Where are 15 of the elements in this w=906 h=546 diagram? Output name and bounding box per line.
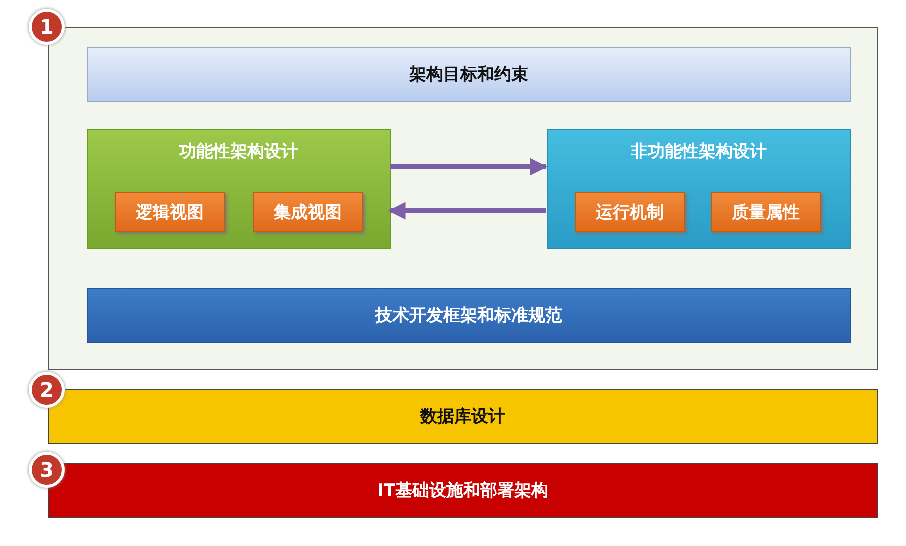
view-box: 运行机制	[575, 192, 685, 232]
arrow	[388, 202, 546, 220]
module-box	[87, 129, 391, 249]
view-box: 逻辑视图	[115, 192, 225, 232]
framework-bar: 技术开发框架和标准规范	[87, 288, 851, 343]
arrow	[390, 158, 548, 176]
goal-bar: 架构目标和约束	[87, 47, 851, 102]
number-badge: 2	[29, 372, 65, 408]
box-heading: 功能性架构设计	[178, 141, 300, 163]
box-heading: 非功能性架构设计	[630, 141, 768, 163]
number-badge: 1	[29, 9, 65, 45]
number-badge: 3	[29, 452, 65, 488]
view-box: 质量属性	[711, 192, 821, 232]
view-box: 集成视图	[253, 192, 363, 232]
module-box	[547, 129, 851, 249]
